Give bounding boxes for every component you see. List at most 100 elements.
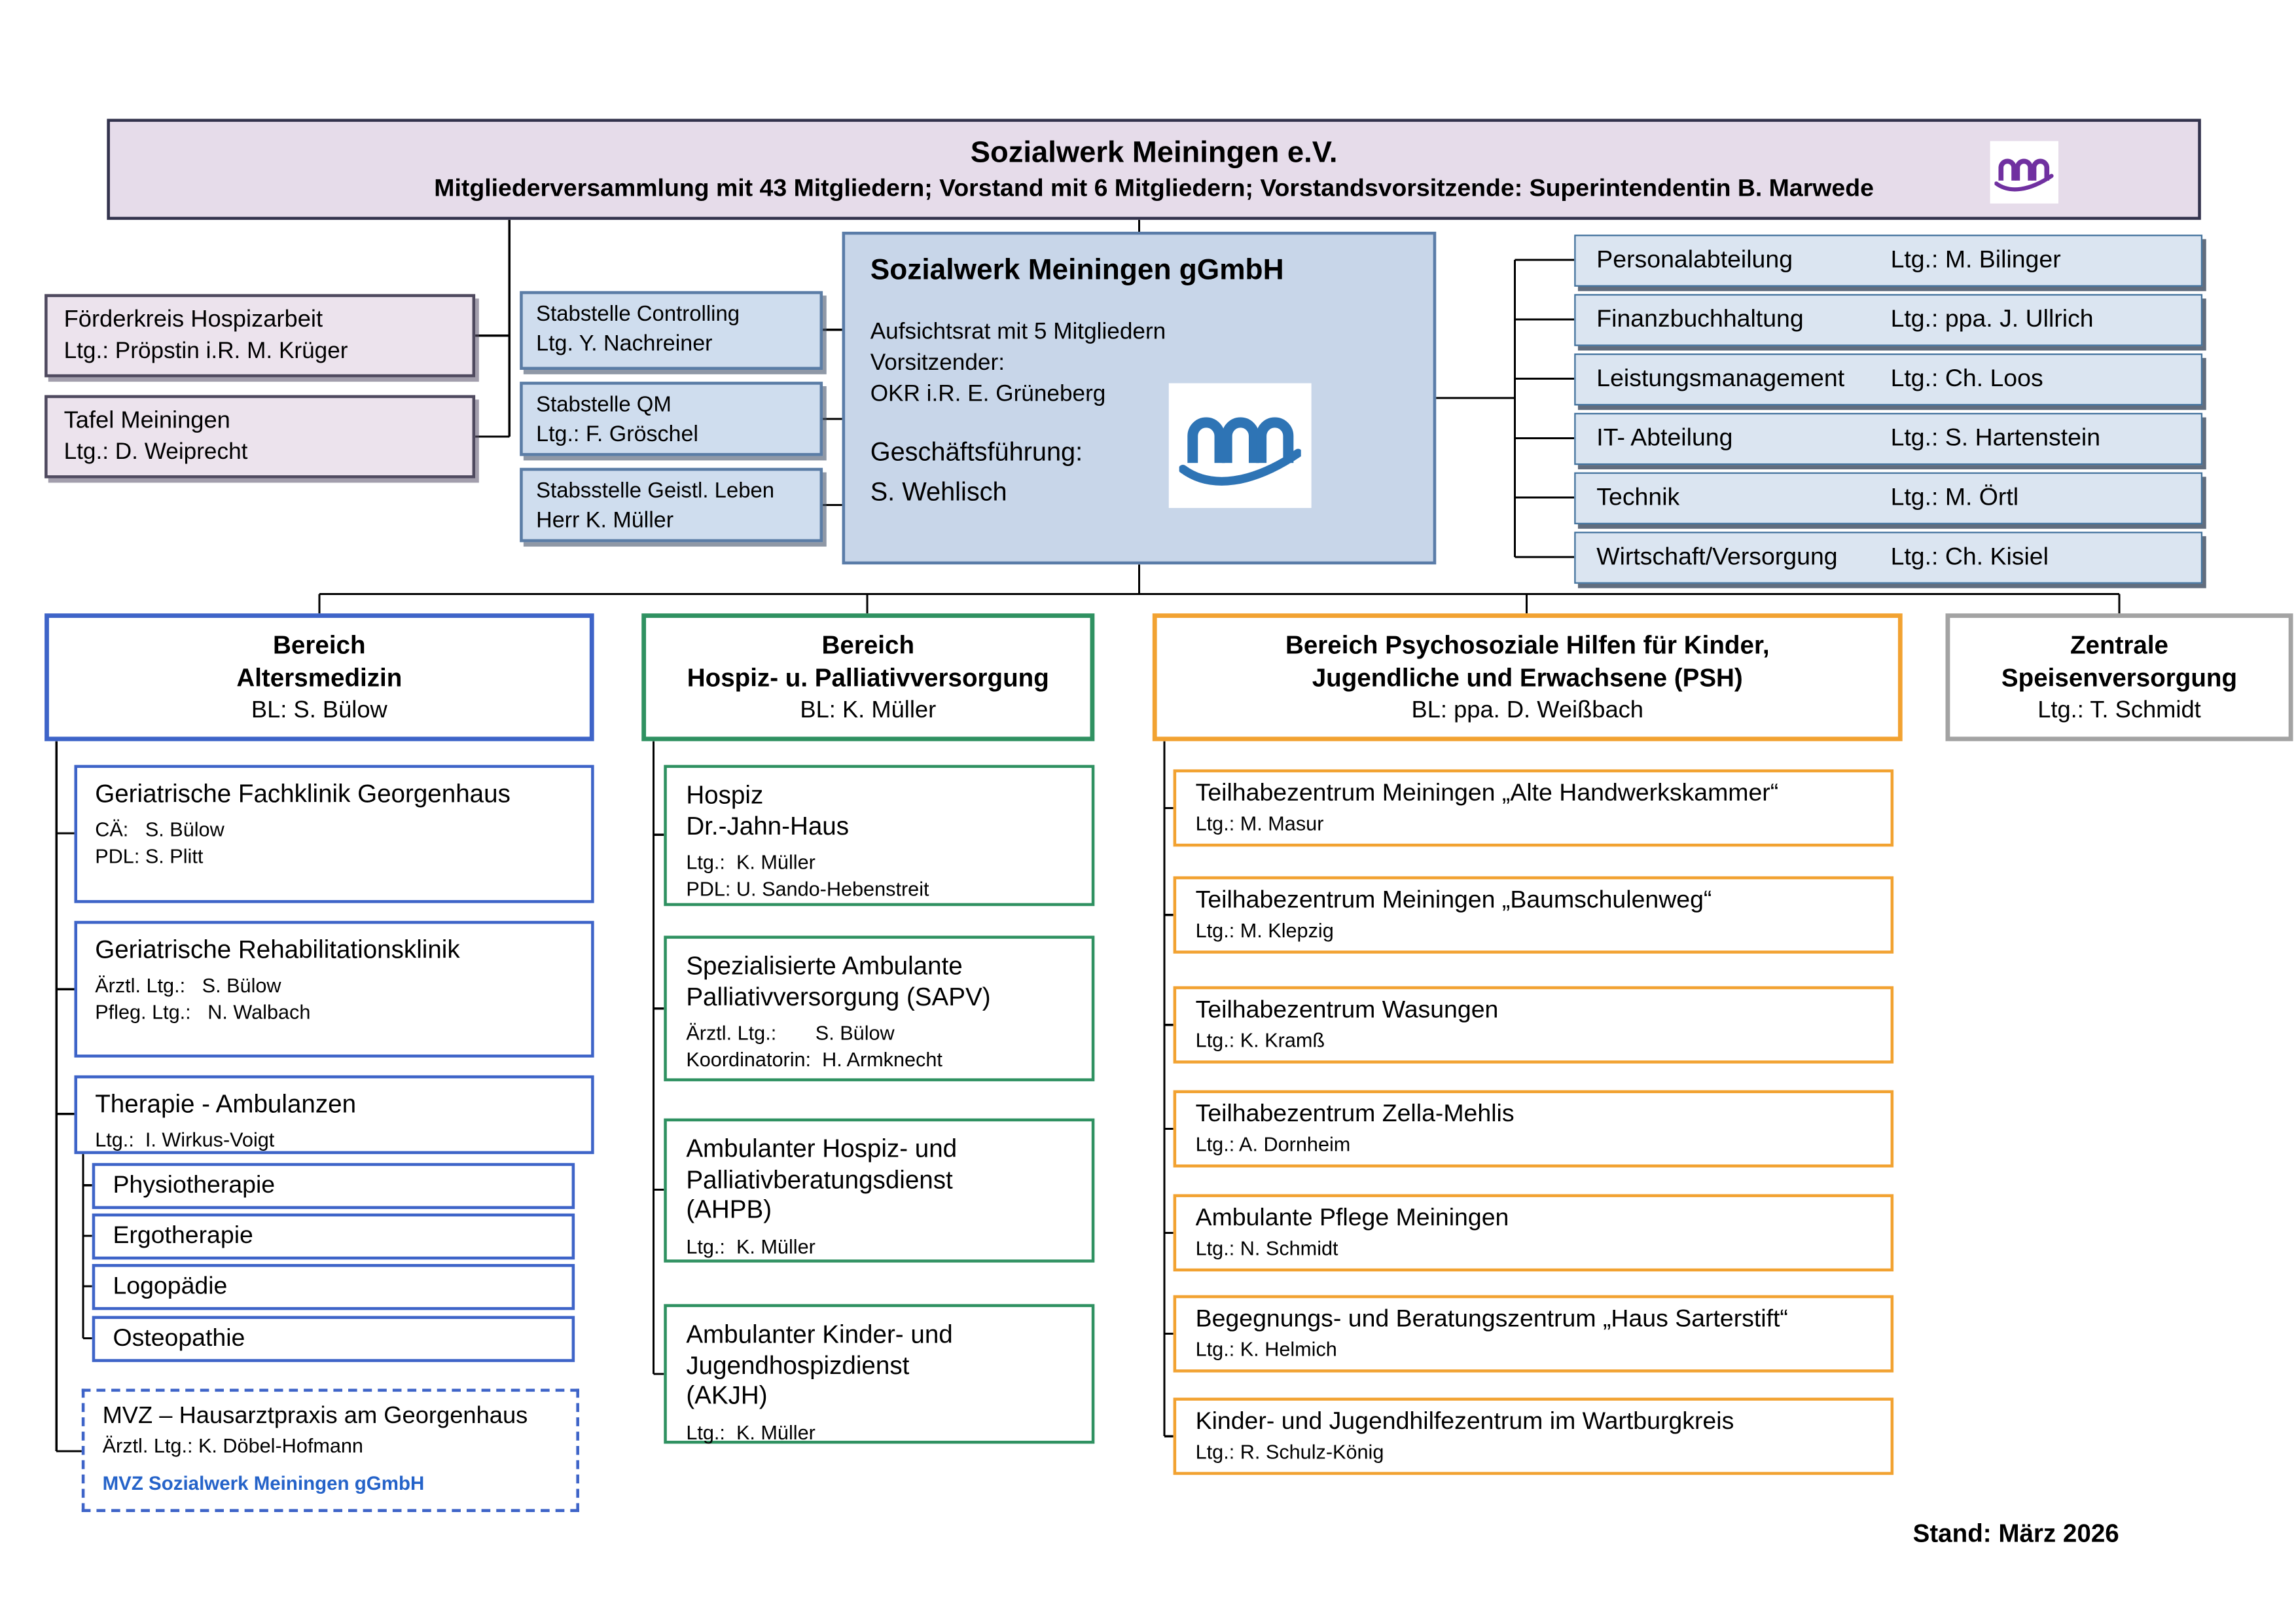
branch-title: Bereich Hospiz- u. Palliativversorgung [687, 631, 1049, 692]
unit-title: Teilhabezentrum Meiningen „Baumschulenwe… [1195, 886, 1712, 914]
department-name: Leistungsmanagement [1596, 365, 1845, 393]
department-personalabteilung: Personalabteilung Ltg.: M. Bilinger [1574, 234, 2203, 287]
unit-thz-alte-handwerkskammer: Teilhabezentrum Meiningen „Alte Handwerk… [1173, 769, 1894, 847]
staff-unit-geistl-leben: Stabsstelle Geistl. Leben Herr K. Müller [520, 467, 823, 543]
department-lead: Ltg.: Ch. Kisiel [1890, 543, 2049, 571]
department-leistungsmanagement: Leistungsmanagement Ltg.: Ch. Loos [1574, 353, 2203, 406]
unit-details: Ltg.: K. Müller [686, 1236, 816, 1259]
department-lead: Ltg.: ppa. J. Ullrich [1890, 306, 2094, 333]
unit-title: Teilhabezentrum Meiningen „Alte Handwerk… [1195, 780, 1779, 807]
staff-unit-lead: Ltg. Y. Nachreiner [536, 331, 713, 357]
unit-details: Ltg.: N. Schmidt [1195, 1237, 1338, 1260]
branch-lead: BL: S. Bülow [251, 697, 387, 723]
affiliate-title: Tafel Meiningen [63, 408, 230, 434]
association-subtitle: Mitgliederversammlung mit 43 Mitgliedern… [434, 175, 1874, 202]
association-box: Sozialwerk Meiningen e.V. Mitgliedervers… [107, 118, 2201, 220]
branch-header-psh: Bereich Psychosoziale Hilfen für Kinder,… [1152, 613, 1903, 742]
unit-ambulante-pflege: Ambulante Pflege Meiningen Ltg.: N. Schm… [1173, 1194, 1894, 1272]
unit-details: Ltg.: M. Klepzig [1195, 919, 1334, 942]
unit-title: Spezialisierte Ambulante Palliativversor… [686, 952, 991, 1011]
unit-details: Ltg.: A. Dornheim [1195, 1133, 1351, 1156]
status-date-note: Stand: März 2026 [1912, 1519, 2119, 1548]
branch-header-speisenversorgung: Zentrale Speisenversorgung Ltg.: T. Schm… [1945, 613, 2293, 742]
unit-details: Ärztl. Ltg.: S. Bülow Koordinatorin: H. … [686, 1022, 942, 1072]
staff-unit-qm: Stabstelle QM Ltg.: F. Gröschel [520, 382, 823, 456]
staff-unit-title: Stabstelle QM [536, 393, 672, 418]
branch-header-altersmedizin: Bereich Altersmedizin BL: S. Bülow [45, 613, 594, 742]
staff-unit-lead: Ltg.: F. Gröschel [536, 422, 698, 448]
unit-thz-wasungen: Teilhabezentrum Wasungen Ltg.: K. Kramß [1173, 986, 1894, 1064]
unit-thz-baumschulenweg: Teilhabezentrum Meiningen „Baumschulenwe… [1173, 876, 1894, 954]
department-it-abteilung: IT- Abteilung Ltg.: S. Hartenstein [1574, 412, 2203, 465]
company-title: Sozialwerk Meiningen gGmbH [870, 254, 1284, 287]
unit-details: Ärztl. Ltg.: S. Bülow Pfleg. Ltg.: N. Wa… [95, 973, 311, 1023]
affiliate-title: Förderkreis Hospizarbeit [63, 307, 323, 333]
sozialwerk-logo-purple-icon [1990, 141, 2058, 204]
department-lead: Ltg.: M. Örtl [1890, 484, 2019, 511]
unit-title: Teilhabezentrum Wasungen [1195, 996, 1499, 1024]
unit-hospiz-dr-jahn-haus: Hospiz Dr.-Jahn-Haus Ltg.: K. Müller PDL… [664, 765, 1095, 907]
unit-details: Ltg.: K. Müller [686, 1421, 816, 1445]
affiliate-lead: Ltg.: D. Weiprecht [63, 439, 248, 465]
therapy-item-physiotherapie: Physiotherapie [92, 1163, 575, 1210]
unit-thz-zella-mehlis: Teilhabezentrum Zella-Mehlis Ltg.: A. Do… [1173, 1090, 1894, 1168]
staff-unit-controlling: Stabstelle Controlling Ltg. Y. Nachreine… [520, 291, 823, 370]
staff-unit-title: Stabstelle Controlling [536, 302, 740, 327]
staff-unit-title: Stabsstelle Geistl. Leben [536, 479, 775, 504]
department-name: Technik [1596, 484, 1680, 511]
unit-details: Ltg.: R. Schulz-König [1195, 1441, 1384, 1464]
affiliate-box-foerderkreis: Förderkreis Hospizarbeit Ltg.: Pröpstin … [45, 294, 476, 378]
branch-title: Bereich Psychosoziale Hilfen für Kinder,… [1285, 631, 1770, 692]
unit-details: Ltg.: K. Kramß [1195, 1029, 1325, 1052]
unit-details: Ltg.: K. Müller PDL: U. Sando-Hebenstrei… [686, 852, 929, 901]
unit-title: Ambulante Pflege Meiningen [1195, 1204, 1509, 1232]
mvz-company-note: MVZ Sozialwerk Meiningen gGmbH [102, 1472, 425, 1495]
company-management-label: Geschäftsführung: [870, 436, 1083, 466]
therapy-item-osteopathie: Osteopathie [92, 1316, 575, 1362]
sozialwerk-logo-blue-icon [1168, 383, 1312, 509]
unit-title: Ambulanter Hospiz- und Palliativberatung… [686, 1134, 958, 1225]
department-wirtschaft-versorgung: Wirtschaft/Versorgung Ltg.: Ch. Kisiel [1574, 532, 2203, 584]
unit-ahpb: Ambulanter Hospiz- und Palliativberatung… [664, 1118, 1095, 1263]
department-lead: Ltg.: S. Hartenstein [1890, 424, 2101, 452]
department-name: Personalabteilung [1596, 246, 1793, 274]
unit-akjh: Ambulanter Kinder- und Jugendhospizdiens… [664, 1304, 1095, 1444]
unit-therapie-ambulanzen: Therapie - Ambulanzen Ltg.: I. Wirkus-Vo… [74, 1075, 594, 1155]
company-box: Sozialwerk Meiningen gGmbH Aufsichtsrat … [842, 231, 1437, 565]
unit-mvz-hausarztpraxis: MVZ – Hausarztpraxis am Georgenhaus Ärzt… [81, 1388, 579, 1512]
unit-sapv: Spezialisierte Ambulante Palliativversor… [664, 935, 1095, 1081]
unit-title: Geriatrische Fachklinik Georgenhaus [95, 780, 511, 808]
department-lead: Ltg.: Ch. Loos [1890, 365, 2043, 393]
unit-title: Hospiz Dr.-Jahn-Haus [686, 781, 850, 840]
affiliate-box-tafel: Tafel Meiningen Ltg.: D. Weiprecht [45, 395, 476, 478]
unit-haus-sarterstift: Begegnungs- und Beratungszentrum „Haus S… [1173, 1295, 1894, 1373]
department-technik: Technik Ltg.: M. Örtl [1574, 472, 2203, 524]
unit-title: Teilhabezentrum Zella-Mehlis [1195, 1100, 1515, 1128]
unit-title: Kinder- und Jugendhilfezentrum im Wartbu… [1195, 1408, 1734, 1435]
unit-details: Ltg.: M. Masur [1195, 812, 1324, 835]
therapy-item-logopaedie: Logopädie [92, 1264, 575, 1310]
unit-title: MVZ – Hausarztpraxis am Georgenhaus [102, 1403, 528, 1429]
unit-details: Ärztl. Ltg.: K. Döbel-Hofmann [102, 1435, 363, 1458]
department-lead: Ltg.: M. Bilinger [1890, 246, 2061, 274]
staff-unit-lead: Herr K. Müller [536, 508, 674, 533]
branch-header-hospiz-palliativ: Bereich Hospiz- u. Palliativversorgung B… [641, 613, 1095, 742]
unit-title: Geriatrische Rehabilitationsklinik [95, 935, 460, 964]
therapy-item-ergotherapie: Ergotherapie [92, 1213, 575, 1260]
unit-details: CÄ: S. Bülow PDL: S. Plitt [95, 818, 224, 867]
unit-jugendhilfezentrum-wartburgkreis: Kinder- und Jugendhilfezentrum im Wartbu… [1173, 1398, 1894, 1475]
unit-geriatrische-rehaklinik: Geriatrische Rehabilitationsklinik Ärztl… [74, 920, 594, 1058]
department-name: IT- Abteilung [1596, 424, 1733, 452]
company-supervisory-board: Aufsichtsrat mit 5 Mitgliedern Vorsitzen… [870, 319, 1166, 407]
unit-title: Therapie - Ambulanzen [95, 1090, 357, 1119]
department-finanzbuchhaltung: Finanzbuchhaltung Ltg.: ppa. J. Ullrich [1574, 294, 2203, 346]
department-name: Wirtschaft/Versorgung [1596, 543, 1838, 571]
unit-details: Ltg.: I. Wirkus-Voigt [95, 1128, 275, 1151]
branch-title: Zentrale Speisenversorgung [2001, 631, 2238, 692]
unit-title: Ambulanter Kinder- und Jugendhospizdiens… [686, 1320, 953, 1411]
association-title: Sozialwerk Meiningen e.V. [970, 136, 1338, 170]
unit-details: Ltg.: K. Helmich [1195, 1338, 1337, 1361]
branch-lead: BL: ppa. D. Weißbach [1411, 697, 1644, 723]
